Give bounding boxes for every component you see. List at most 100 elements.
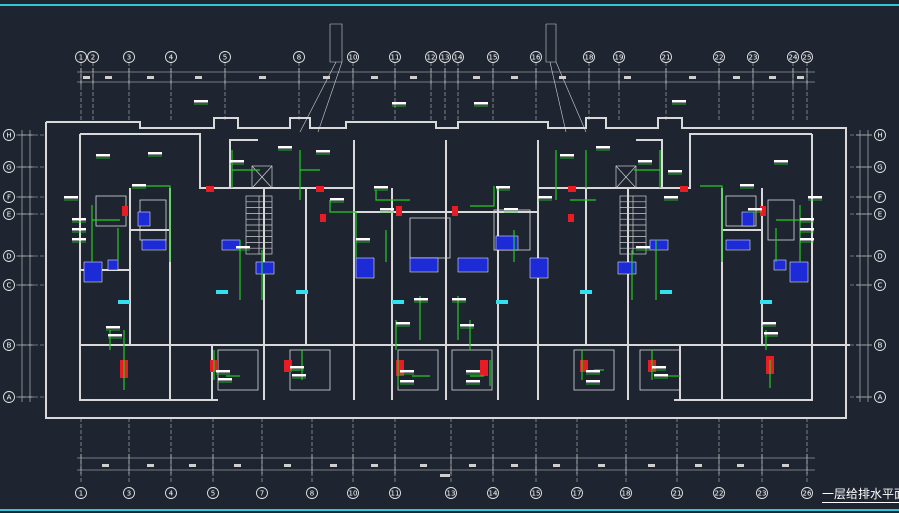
axis-bottom-bubble-circle — [256, 487, 268, 499]
axis-top-bubble-label: 3 — [127, 54, 131, 62]
pipe-label — [132, 184, 146, 187]
pipe-label — [460, 324, 474, 327]
axis-bottom-bubble-circle — [347, 487, 359, 499]
axis-top-bubble-label: 19 — [615, 54, 624, 62]
axis-bottom-bubble-label: 26 — [803, 490, 812, 498]
axis-left-bubble-circle — [3, 161, 15, 173]
pipe-label — [596, 146, 610, 149]
room-outline — [95, 195, 127, 227]
inner-wall — [674, 134, 813, 401]
section-line — [549, 61, 567, 133]
fixture-block — [355, 257, 375, 279]
pipe-label — [392, 102, 406, 105]
stairwells — [245, 165, 647, 255]
fixture-marker — [320, 214, 326, 222]
axis-bottom-bubble-circle — [306, 487, 318, 499]
fixture-block — [457, 257, 489, 273]
pipe-run — [700, 185, 723, 262]
pipe-label — [108, 334, 122, 337]
pipe-label — [356, 238, 370, 241]
pipe-label — [374, 186, 388, 189]
axis-top-bubble-circle — [75, 51, 87, 63]
axis-top-bubble-circle — [123, 51, 135, 63]
axis-bottom-bubble-circle — [571, 487, 583, 499]
axis-left-bubble-circle — [3, 208, 15, 220]
axis-top-bubble-circle — [613, 51, 625, 63]
fixture-block — [617, 261, 637, 275]
fixture-block — [725, 239, 751, 251]
room-outline — [451, 349, 493, 391]
dimension-text — [234, 464, 241, 467]
dimension-text — [440, 474, 450, 477]
pipe-label — [236, 246, 250, 249]
axis-right-bubble-label: E — [878, 211, 882, 219]
section-mark — [329, 23, 343, 63]
pipe-run — [329, 200, 357, 258]
axis-left-bubble-label: F — [7, 194, 11, 202]
axis-top-bubble-label: 11 — [391, 54, 400, 62]
fixture-marker — [284, 360, 292, 372]
section-mark — [545, 23, 557, 63]
pipe-label — [148, 152, 162, 155]
axis-top-bubble-circle — [787, 51, 799, 63]
pipe-label — [764, 332, 778, 335]
axis-bottom-bubble-circle — [756, 487, 768, 499]
axis-bottom-bubble-circle — [75, 487, 87, 499]
room-tag — [660, 290, 672, 294]
pipe-label — [316, 150, 330, 153]
dimension-text — [689, 76, 696, 79]
axis-right-bubble-circle — [874, 339, 886, 351]
fixture-marker — [206, 186, 214, 192]
pipe-label — [652, 366, 666, 369]
pipe-label — [400, 370, 414, 373]
room-tag — [580, 290, 592, 294]
room-outline — [573, 349, 615, 391]
dimension-text — [695, 464, 702, 467]
outer-wall — [45, 117, 847, 419]
axis-top-bubble-label: 23 — [749, 54, 758, 62]
axis-left-bubble-label: G — [6, 164, 11, 172]
elevator-shaft — [615, 165, 637, 189]
pipe-label — [72, 238, 86, 241]
dimension-text — [473, 76, 480, 79]
pipe-label — [800, 238, 814, 241]
pipe-label — [586, 380, 600, 383]
pipe-label — [762, 322, 776, 325]
axis-top-bubble-circle — [801, 51, 813, 63]
axis-bottom-bubble-label: 17 — [573, 490, 582, 498]
axis-right-bubble-label: G — [877, 164, 882, 172]
dimension-text — [769, 76, 776, 79]
axis-right-bubble-label: F — [878, 194, 882, 202]
inner-wall — [79, 134, 218, 401]
pipe-label — [290, 366, 304, 369]
pipe-label — [800, 228, 814, 231]
plumbing-fixtures — [83, 186, 809, 378]
axis-bottom-bubble-label: 4 — [169, 490, 174, 498]
pipe-run — [470, 186, 495, 207]
axis-top-bubble-label: 18 — [585, 54, 594, 62]
fixture-block — [741, 211, 755, 227]
room-tag — [216, 290, 228, 294]
pipe-label — [748, 208, 762, 211]
pipe-label — [96, 154, 110, 157]
pipe-label — [740, 184, 754, 187]
section-line — [317, 61, 343, 133]
dimension-text — [323, 76, 330, 79]
axis-top-bubble-circle — [347, 51, 359, 63]
pipe-label — [504, 208, 518, 211]
axis-bottom-bubble-circle — [801, 487, 813, 499]
fixture-block — [773, 259, 787, 271]
axis-top-bubble-label: 22 — [715, 54, 724, 62]
water-pipes — [91, 150, 801, 390]
axis-top-bubble-label: 15 — [489, 54, 498, 62]
axis-left-bubble-label: C — [7, 282, 12, 290]
fixture-marker — [580, 360, 588, 372]
pipe-labels — [64, 100, 822, 385]
axis-top-bubble-label: 16 — [532, 54, 541, 62]
dimension-text — [733, 76, 740, 79]
pipe-label — [538, 196, 552, 199]
axis-bottom-bubble-circle — [123, 487, 135, 499]
axis-bottom-bubble-label: 14 — [489, 490, 498, 498]
pipe-label — [452, 298, 466, 301]
room-tag — [296, 290, 308, 294]
